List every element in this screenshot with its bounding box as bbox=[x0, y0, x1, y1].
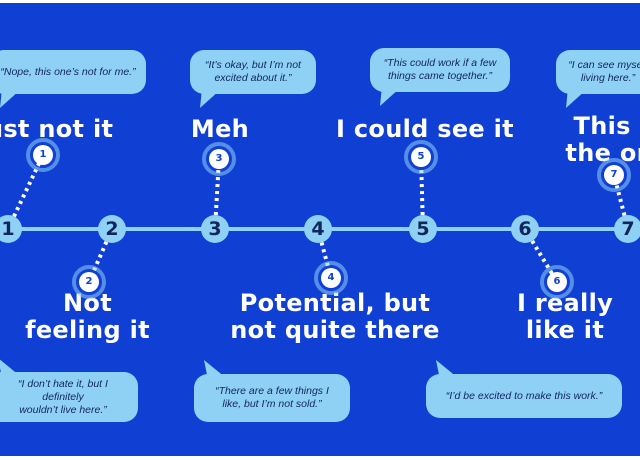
quote-bubble-5: “This could work if a few things came to… bbox=[370, 48, 510, 92]
level-label-5: I could see it bbox=[336, 115, 514, 143]
scale-number-7: 7 bbox=[614, 215, 640, 243]
number-badge-1: 1 bbox=[33, 145, 53, 165]
level-label-2: Not feeling it bbox=[25, 289, 150, 344]
badge-halo-7 bbox=[597, 158, 631, 192]
scale-number-1: 1 bbox=[0, 215, 22, 243]
quote-bubble-7: “I can see myself living here.” bbox=[556, 50, 640, 94]
connector-5 bbox=[419, 156, 425, 230]
quote-bubble-6: “I’d be excited to make this work.” bbox=[426, 374, 622, 418]
scale-number-3: 3 bbox=[201, 215, 229, 243]
badge-halo-1 bbox=[26, 138, 60, 172]
badge-halo-2 bbox=[72, 265, 106, 299]
quote-bubble-2: “I don’t hate it, but I definitely would… bbox=[0, 372, 138, 422]
number-badge-5: 5 bbox=[411, 147, 431, 167]
quote-bubble-3: “It’s okay, but I’m not excited about it… bbox=[190, 50, 316, 94]
level-label-1: Just not it bbox=[0, 115, 114, 143]
level-label-6: I really like it bbox=[516, 289, 614, 344]
number-badge-4: 4 bbox=[321, 268, 341, 288]
level-label-3: Meh bbox=[190, 115, 250, 143]
number-badge-2: 2 bbox=[79, 272, 99, 292]
scale-number-5: 5 bbox=[409, 215, 437, 243]
number-badge-7: 7 bbox=[604, 165, 624, 185]
quote-bubble-1: “Nope, this one’s not for me.” bbox=[0, 50, 146, 94]
badge-halo-4 bbox=[314, 261, 348, 295]
badge-halo-6 bbox=[540, 265, 574, 299]
number-badge-6: 6 bbox=[547, 272, 567, 292]
scale-number-6: 6 bbox=[511, 215, 539, 243]
scale-number-2: 2 bbox=[98, 215, 126, 243]
badge-halo-5 bbox=[404, 140, 438, 174]
level-label-7: This is the one bbox=[565, 112, 640, 167]
quote-bubble-4: “There are a few things I like, but I’m … bbox=[194, 374, 350, 422]
scale-number-4: 4 bbox=[304, 215, 332, 243]
number-badge-3: 3 bbox=[209, 149, 229, 169]
badge-halo-3 bbox=[202, 142, 236, 176]
level-label-4: Potential, but not quite there bbox=[230, 289, 440, 344]
